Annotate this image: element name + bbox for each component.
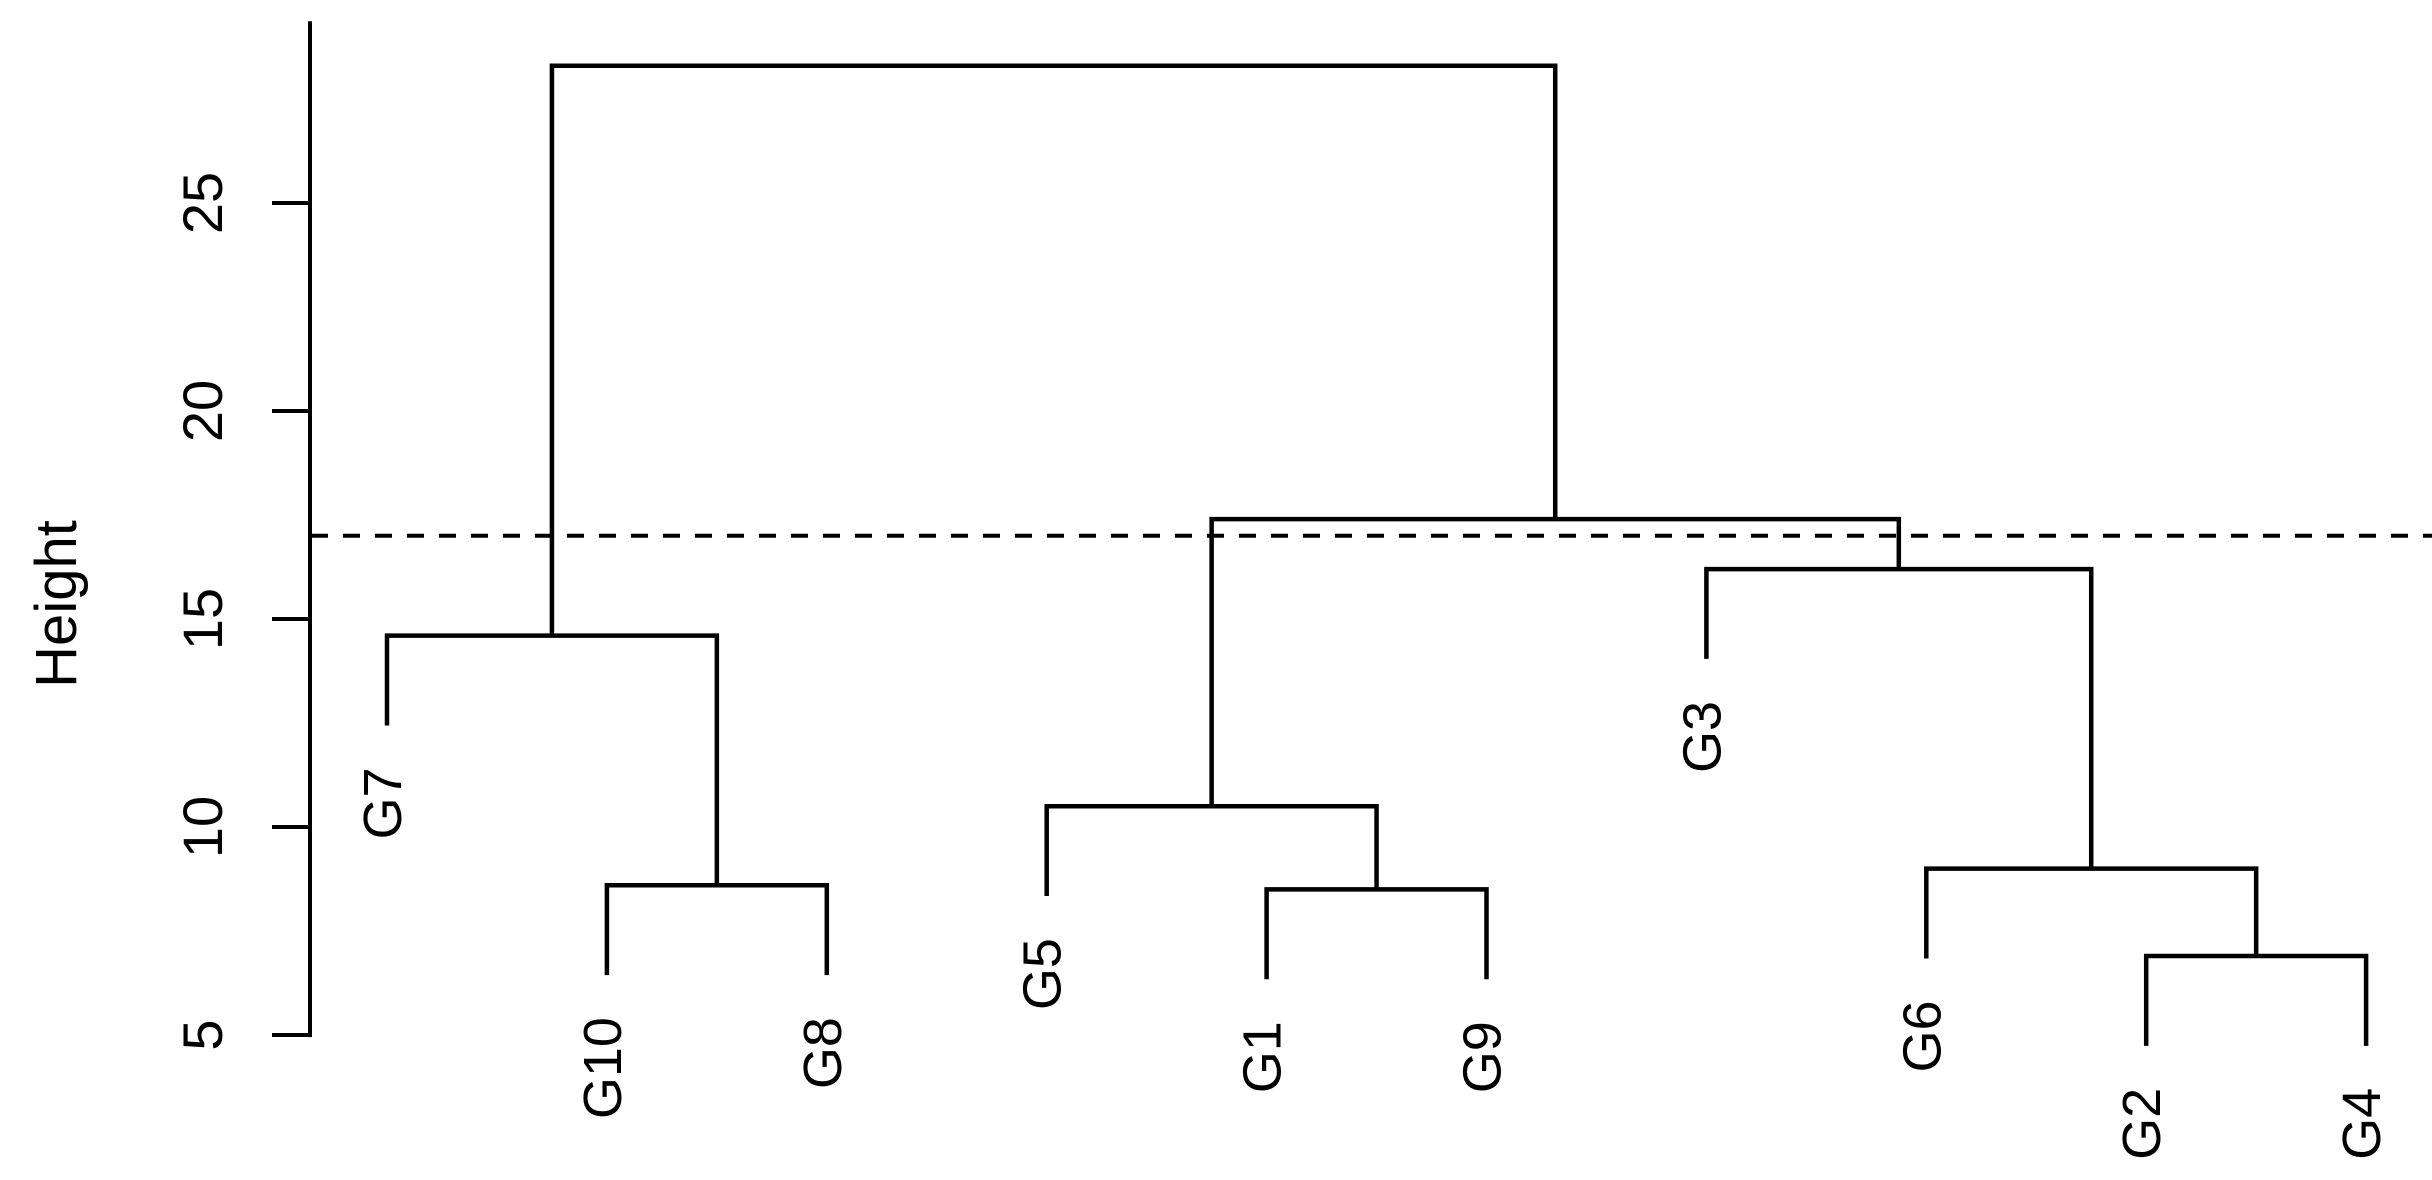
leaf-label-G7: G7 [353,767,413,839]
y-axis-title: Height [24,520,89,688]
branch-n8 [1209,516,1902,807]
leaf-label-G3: G3 [1672,701,1732,773]
branch-n9 [549,63,1558,636]
branch-n6 [1924,866,2259,959]
y-axis-tick-label-10: 10 [171,796,234,858]
leaf-label-G8: G8 [793,1017,853,1089]
leaf-label-G6: G6 [1892,1000,1952,1072]
y-axis-tick-label-15: 15 [171,588,234,650]
leaf-label-G9: G9 [1453,1021,1513,1093]
branch-n3 [1264,887,1489,980]
leaf-label-G5: G5 [1013,938,1073,1010]
y-axis-tick-label-5: 5 [171,1019,234,1050]
y-axis-tick-label-20: 20 [171,380,234,442]
branch-n2 [384,633,720,886]
y-axis-tick-label-25: 25 [171,172,234,234]
branch-n5 [2143,953,2369,1046]
branch-n7 [1704,566,2094,869]
leaf-label-G1: G1 [1233,1021,1293,1093]
leaf-label-G10: G10 [573,1017,633,1119]
branch-n4 [1044,803,1379,897]
leaf-label-G4: G4 [2332,1088,2392,1160]
branch-n1 [604,882,830,976]
leaf-label-G2: G2 [2112,1088,2172,1160]
